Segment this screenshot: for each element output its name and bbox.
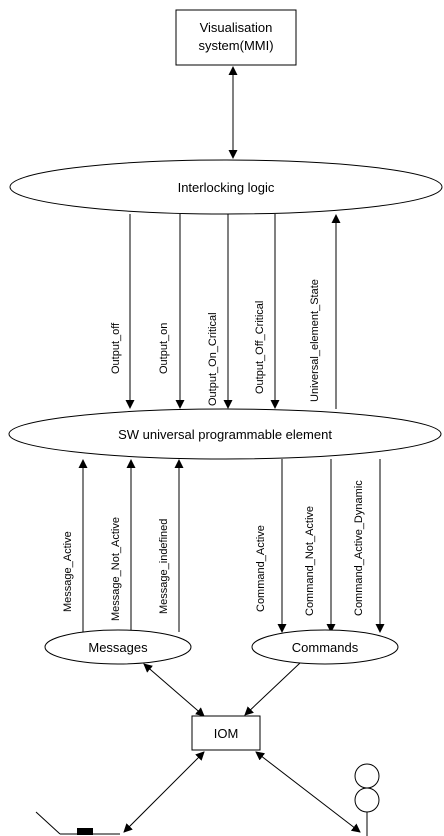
visualisation-line1: Visualisation — [200, 20, 273, 35]
commands-label: Commands — [292, 640, 359, 655]
output-on-label: Output_on — [158, 323, 170, 374]
message-indefined-label: Message_indefined — [158, 519, 170, 614]
messages-label: Messages — [88, 640, 148, 655]
command-not-active-label: Command_Not_Active — [304, 506, 316, 616]
message-not-active-label: Message_Not_Active — [110, 517, 122, 621]
message-active-label: Message_Active — [62, 531, 74, 612]
command-active-label: Command_Active — [255, 525, 267, 612]
iom-point-link — [123, 751, 205, 833]
commands-iom-link — [244, 662, 301, 716]
iom-node: IOM — [191, 715, 261, 751]
signal-lamp-icon — [354, 763, 380, 836]
sw-element-node: SW universal programmable element — [8, 408, 442, 460]
interlocking-logic-node: Interlocking logic — [9, 159, 443, 215]
switch-point-symbol — [35, 811, 120, 835]
universal-element-state-label: Universal_element_State — [309, 279, 321, 402]
output-on-critical-label: Output_On_Critical — [207, 312, 219, 406]
visualisation-system-node: Visualisation system(MMI) — [175, 9, 297, 66]
iom-label: IOM — [214, 726, 239, 741]
visualisation-line2: system(MMI) — [198, 38, 273, 53]
output-off-critical-label: Output_Off_Critical — [254, 301, 266, 394]
iom-signal-link — [255, 751, 361, 833]
output-off-label: Output_off — [110, 322, 122, 374]
sw-element-label: SW universal programmable element — [118, 427, 332, 442]
command-active-dynamic-label: Command_Active_Dynamic — [353, 480, 365, 616]
interlocking-logic-label: Interlocking logic — [178, 180, 275, 195]
commands-node: Commands — [251, 629, 399, 665]
messages-node: Messages — [44, 629, 192, 665]
messages-iom-link — [143, 663, 205, 717]
